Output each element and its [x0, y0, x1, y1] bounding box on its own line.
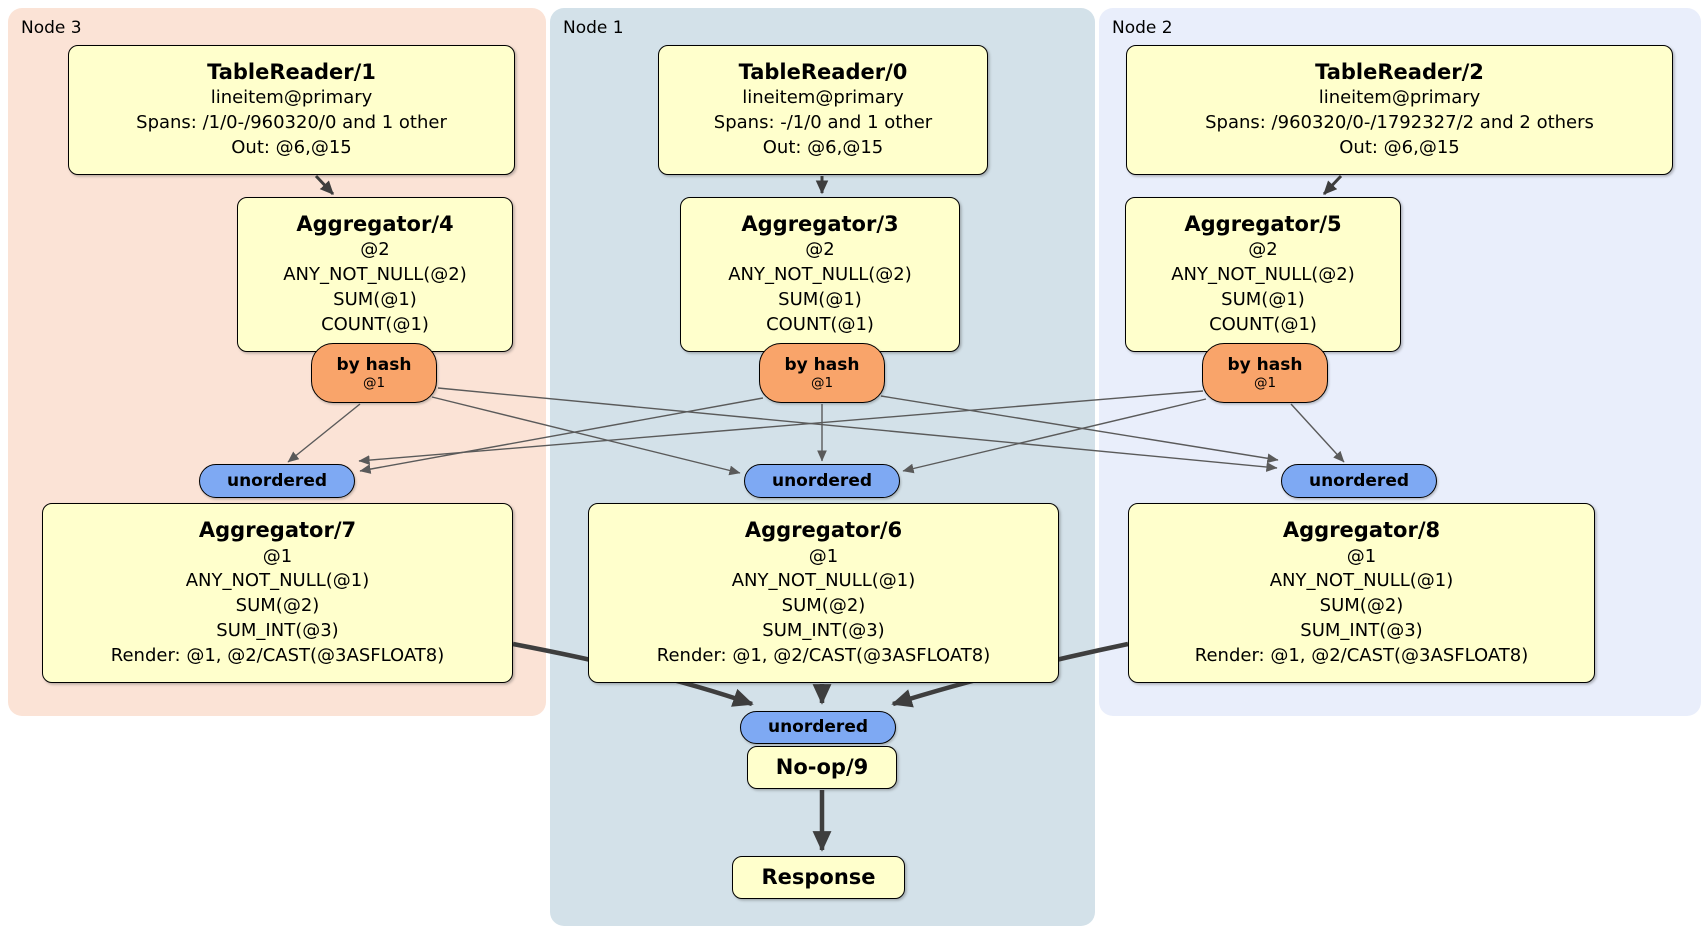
processor-title: TableReader/0 — [738, 60, 908, 85]
processor-render: Render: @1, @2/CAST(@3ASFLOAT8) — [110, 644, 445, 666]
edge-bh3-uo7 — [359, 397, 764, 474]
edge-bh4-uo8 — [437, 387, 1278, 472]
processor-title: Response — [761, 864, 876, 889]
processor-spans: Spans: /1/0-/960320/0 and 1 other — [136, 112, 447, 134]
processor-title: Aggregator/8 — [1282, 518, 1441, 543]
processor-groupcols: @2 — [805, 239, 835, 261]
edge-bh5-uo7 — [358, 390, 1204, 466]
router-hash-columns: @1 — [362, 375, 386, 392]
sync-unordered-agg7: unordered — [199, 464, 355, 498]
router-hash-columns: @1 — [1253, 375, 1277, 392]
processor-index: lineitem@primary — [1318, 87, 1481, 109]
processor-noop-9: No-op/9 — [747, 746, 897, 789]
router-label: by hash — [336, 354, 412, 375]
panel-node2-label: Node 2 — [1112, 18, 1173, 38]
processor-agg-fn: SUM(@2) — [235, 595, 320, 617]
panel-node1-label: Node 1 — [563, 18, 624, 38]
processor-aggregator-4: Aggregator/4 @2 ANY_NOT_NULL(@2) SUM(@1)… — [237, 197, 513, 352]
processor-groupcols: @2 — [360, 239, 390, 261]
processor-agg-fn: ANY_NOT_NULL(@1) — [185, 570, 370, 592]
sync-label: unordered — [771, 470, 873, 491]
processor-agg-fn: COUNT(@1) — [766, 313, 874, 335]
processor-index: lineitem@primary — [210, 87, 373, 109]
processor-agg-fn: SUM(@1) — [1221, 289, 1305, 311]
edge-bh5-uo6 — [902, 398, 1207, 474]
processor-spans: Spans: -/1/0 and 1 other — [713, 112, 933, 134]
processor-aggregator-6: Aggregator/6 @1 ANY_NOT_NULL(@1) SUM(@2)… — [588, 503, 1059, 683]
sync-label: unordered — [226, 470, 328, 491]
edge-bh5-uo8 — [1290, 403, 1345, 463]
router-by-hash-agg3: by hash @1 — [759, 343, 885, 403]
processor-agg-fn: SUM_INT(@3) — [216, 620, 339, 642]
processor-index: lineitem@primary — [742, 87, 904, 109]
processor-groupcols: @2 — [1248, 239, 1278, 261]
edge-bh4-uo7 — [287, 403, 361, 463]
processor-aggregator-3: Aggregator/3 @2 ANY_NOT_NULL(@2) SUM(@1)… — [680, 197, 960, 352]
processor-agg-fn: SUM(@2) — [1319, 595, 1404, 617]
router-label: by hash — [784, 354, 860, 375]
processor-out: Out: @6,@15 — [762, 137, 884, 159]
processor-agg-fn: SUM_INT(@3) — [762, 620, 885, 642]
processor-tablereader-0: TableReader/0 lineitem@primary Spans: -/… — [658, 45, 988, 175]
edge-tr1-agg4 — [314, 174, 335, 196]
router-label: by hash — [1227, 354, 1303, 375]
edge-tr2-agg5 — [1322, 174, 1343, 196]
processor-agg-fn: ANY_NOT_NULL(@2) — [283, 264, 467, 286]
sync-label: unordered — [767, 717, 869, 738]
processor-agg-fn: ANY_NOT_NULL(@1) — [731, 570, 916, 592]
processor-agg-fn: ANY_NOT_NULL(@2) — [728, 264, 912, 286]
sync-unordered-agg6: unordered — [744, 464, 900, 498]
sync-unordered-agg8: unordered — [1281, 464, 1437, 498]
processor-agg-fn: COUNT(@1) — [1209, 313, 1317, 335]
processor-out: Out: @6,@15 — [231, 137, 352, 159]
processor-title: Aggregator/3 — [741, 212, 899, 237]
processor-title: Aggregator/5 — [1184, 212, 1342, 237]
processor-agg-fn: COUNT(@1) — [321, 313, 429, 335]
processor-spans: Spans: /960320/0-/1792327/2 and 2 others — [1205, 112, 1594, 134]
processor-agg-fn: ANY_NOT_NULL(@1) — [1269, 570, 1454, 592]
processor-title: Aggregator/7 — [198, 518, 357, 543]
processor-render: Render: @1, @2/CAST(@3ASFLOAT8) — [656, 644, 991, 666]
processor-groupcols: @1 — [262, 545, 293, 567]
processor-groupcols: @1 — [1346, 545, 1377, 567]
processor-title: Aggregator/6 — [744, 518, 903, 543]
processor-agg-fn: ANY_NOT_NULL(@2) — [1171, 264, 1355, 286]
edge-bh4-uo6 — [431, 396, 741, 476]
router-hash-columns: @1 — [810, 375, 834, 392]
processor-tablereader-1: TableReader/1 lineitem@primary Spans: /1… — [68, 45, 515, 175]
edge-bh3-uo8 — [880, 395, 1279, 464]
processor-title: Aggregator/4 — [296, 212, 454, 237]
processor-agg-fn: SUM_INT(@3) — [1300, 620, 1423, 642]
router-by-hash-agg4: by hash @1 — [311, 343, 437, 403]
processor-groupcols: @1 — [808, 545, 839, 567]
processor-title: No-op/9 — [775, 754, 869, 779]
processor-tablereader-2: TableReader/2 lineitem@primary Spans: /9… — [1126, 45, 1673, 175]
processor-aggregator-7: Aggregator/7 @1 ANY_NOT_NULL(@1) SUM(@2)… — [42, 503, 513, 683]
sync-label: unordered — [1308, 470, 1410, 491]
processor-aggregator-8: Aggregator/8 @1 ANY_NOT_NULL(@1) SUM(@2)… — [1128, 503, 1595, 683]
processor-title: TableReader/1 — [207, 60, 376, 85]
processor-aggregator-5: Aggregator/5 @2 ANY_NOT_NULL(@2) SUM(@1)… — [1125, 197, 1401, 352]
processor-agg-fn: SUM(@2) — [781, 595, 866, 617]
router-by-hash-agg5: by hash @1 — [1202, 343, 1328, 403]
processor-agg-fn: SUM(@1) — [333, 289, 417, 311]
processor-title: TableReader/2 — [1315, 60, 1484, 85]
processor-response: Response — [732, 856, 905, 899]
processor-agg-fn: SUM(@1) — [778, 289, 862, 311]
processor-render: Render: @1, @2/CAST(@3ASFLOAT8) — [1194, 644, 1529, 666]
sync-unordered-noop9: unordered — [740, 711, 896, 744]
panel-node3-label: Node 3 — [21, 18, 82, 38]
processor-out: Out: @6,@15 — [1339, 137, 1460, 159]
